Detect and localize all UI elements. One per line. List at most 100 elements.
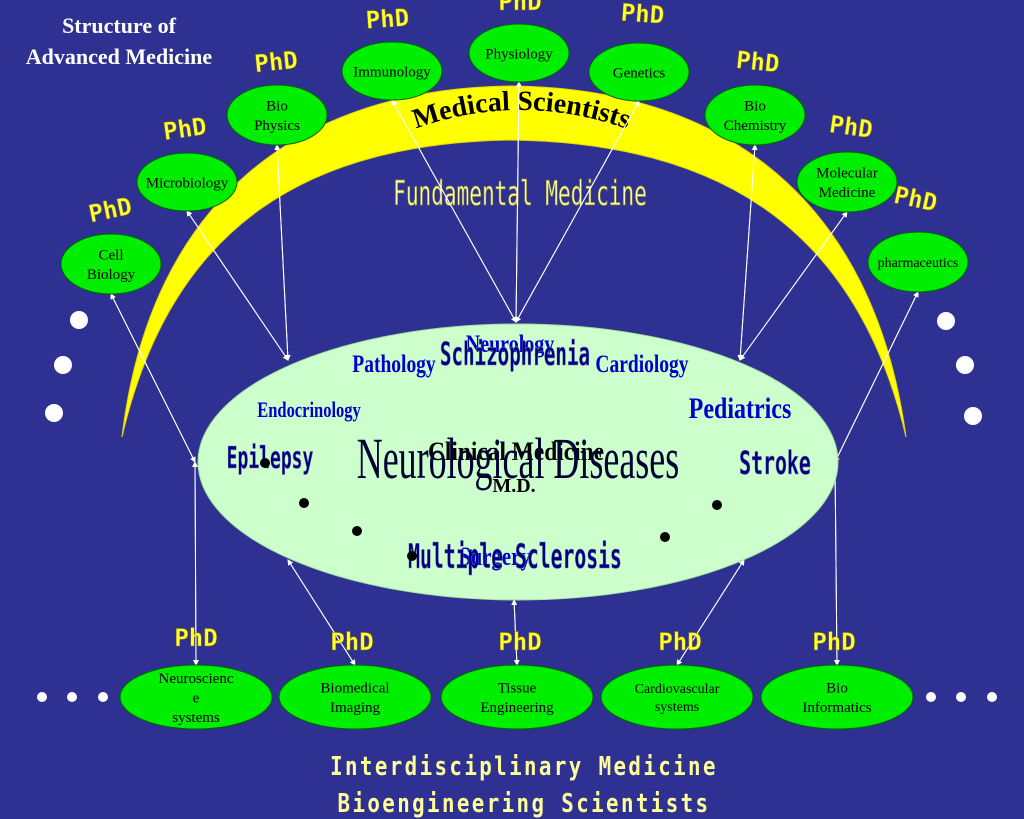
node-label-genetics-0: Genetics	[613, 65, 666, 81]
node-ellipse-microbiology	[136, 152, 238, 212]
phd-label-bio-physics: PhD	[253, 46, 299, 78]
specialty-pediatrics: Pediatrics	[689, 391, 792, 424]
phd-label-biomedical-imaging: PhD	[330, 628, 373, 656]
specialty-cardiology: Cardiology	[595, 350, 688, 378]
connector-back-biomedical-imaging	[287, 559, 356, 666]
node-label-bio-informatics-0: Bio	[826, 681, 848, 697]
continuation-dot-6	[37, 692, 47, 702]
node-physiology: Physiology	[468, 23, 570, 83]
node-ellipse-genetics	[588, 42, 690, 102]
node-label-cardiovascular-systems-1: systems	[655, 700, 699, 715]
fundamental-medicine-label: Fundamental Medicine	[393, 174, 647, 214]
node-label-neuroscience-systems-2: systems	[172, 710, 220, 726]
ellipse-dot-2	[407, 551, 417, 561]
ellipse-dot-4	[712, 500, 722, 510]
disease-stroke: Stroke	[739, 445, 811, 482]
node-ellipse-molecular-medicine	[796, 151, 898, 213]
node-ellipse-cell-biology	[60, 233, 162, 295]
node-label-molecular-medicine-1: Medicine	[819, 185, 876, 201]
connector-back-bio-physics	[274, 144, 289, 361]
node-label-cell-biology-0: Cell	[99, 248, 124, 264]
node-label-bio-chemistry-1: Chemistry	[724, 118, 787, 134]
phd-label-molecular-medicine: PhD	[828, 110, 875, 144]
node-ellipse-physiology	[468, 23, 570, 83]
connector-back-molecular-medicine	[739, 211, 848, 361]
node-immunology: Immunology	[341, 41, 443, 101]
continuation-dot-1	[54, 356, 72, 374]
ellipse-dot-0	[299, 498, 309, 508]
specialty-endocrinology: Endocrinology	[257, 399, 361, 423]
connector-back-bio-informatics	[833, 461, 840, 666]
specialty-surgery: Surgery	[459, 543, 531, 572]
node-label-bio-physics-1: Physics	[254, 118, 300, 134]
continuation-dot-5	[964, 407, 982, 425]
phd-label-bio-chemistry: PhD	[735, 46, 781, 78]
connector-back-microbiology	[186, 210, 289, 361]
node-label-physiology-0: Physiology	[485, 46, 553, 62]
phd-label-cardiovascular-systems: PhD	[658, 628, 701, 656]
phd-label-cell-biology: PhD	[86, 192, 134, 228]
neurological-diseases-label: Neurological Diseases	[357, 428, 680, 492]
connector-back-genetics	[515, 100, 640, 323]
diagram-title: Structure of Advanced Medicine	[6, 10, 232, 72]
connector-back-physiology	[515, 81, 522, 323]
node-label-neuroscience-systems-0: Neuroscienc	[159, 671, 234, 687]
continuation-dot-3	[937, 312, 955, 330]
connector-back-pharmaceutics	[834, 291, 919, 463]
node-genetics: Genetics	[588, 42, 690, 102]
node-label-microbiology-0: Microbiology	[146, 175, 229, 191]
node-cardiovascular-systems: Cardiovascular systems	[600, 664, 754, 730]
connector-lines	[110, 81, 919, 666]
node-neuroscience-systems: Neuroscienc e systems	[119, 664, 273, 730]
disease-epilepsy: Epilepsy	[227, 440, 314, 475]
node-label-tissue-engineering-0: Tissue	[498, 681, 537, 697]
continuation-dot-10	[956, 692, 966, 702]
ellipse-dot-1	[352, 526, 362, 536]
node-label-neuroscience-systems-1: e	[193, 690, 200, 706]
node-label-bio-chemistry-0: Bio	[744, 99, 766, 115]
node-microbiology: Microbiology	[136, 152, 238, 212]
node-label-cell-biology-1: Biology	[87, 267, 136, 283]
node-pharmaceutics: pharmaceutics	[867, 231, 969, 293]
specialty-pathology: Pathology	[352, 350, 435, 378]
node-label-immunology-0: Immunology	[353, 64, 431, 80]
node-label-pharmaceutics-0: pharmaceutics	[878, 256, 959, 271]
md-label: M.D.	[492, 475, 535, 497]
interdisciplinary-medicine-label: Interdisciplinary Medicine	[330, 751, 718, 782]
continuation-dot-0	[70, 311, 88, 329]
node-label-bio-physics-0: Bio	[266, 99, 288, 115]
node-label-tissue-engineering-1: Engineering	[480, 700, 554, 716]
node-ellipse-immunology	[341, 41, 443, 101]
phd-label-neuroscience-systems: PhD	[174, 624, 217, 652]
continuation-dot-9	[926, 692, 936, 702]
connector-back-cardiovascular-systems	[676, 559, 745, 666]
continuation-dot-8	[98, 692, 108, 702]
node-ellipse-bio-chemistry	[704, 84, 806, 146]
clinical-medicine-label: Clinical Medicine	[428, 438, 604, 466]
node-ellipse-biomedical-imaging	[278, 664, 432, 730]
phd-label-bio-informatics: PhD	[812, 628, 855, 656]
phd-label-tissue-engineering: PhD	[498, 628, 541, 656]
node-ellipse-tissue-engineering	[440, 664, 594, 730]
continuation-dot-2	[45, 404, 63, 422]
continuation-dots	[37, 311, 997, 702]
continuation-dot-11	[987, 692, 997, 702]
node-label-cardiovascular-systems-0: Cardiovascular	[635, 682, 720, 697]
node-label-molecular-medicine-0: Molecular	[816, 166, 878, 182]
specialty-neurology: Neurology	[466, 330, 555, 358]
bioengineering-scientists-label: Bioengineering Scientists	[338, 788, 711, 819]
connector-back-neuroscience-systems	[192, 461, 199, 666]
node-ellipse-pharmaceutics	[867, 231, 969, 293]
node-ellipse-bio-physics	[226, 84, 328, 146]
connector-back-immunology	[391, 99, 517, 323]
node-label-bio-informatics-1: Informatics	[802, 700, 871, 716]
interdisciplinary-discipline-nodes: NeurosciencesystemsBiomedicalImagingTiss…	[119, 664, 914, 730]
phd-label-genetics: PhD	[620, 0, 665, 29]
